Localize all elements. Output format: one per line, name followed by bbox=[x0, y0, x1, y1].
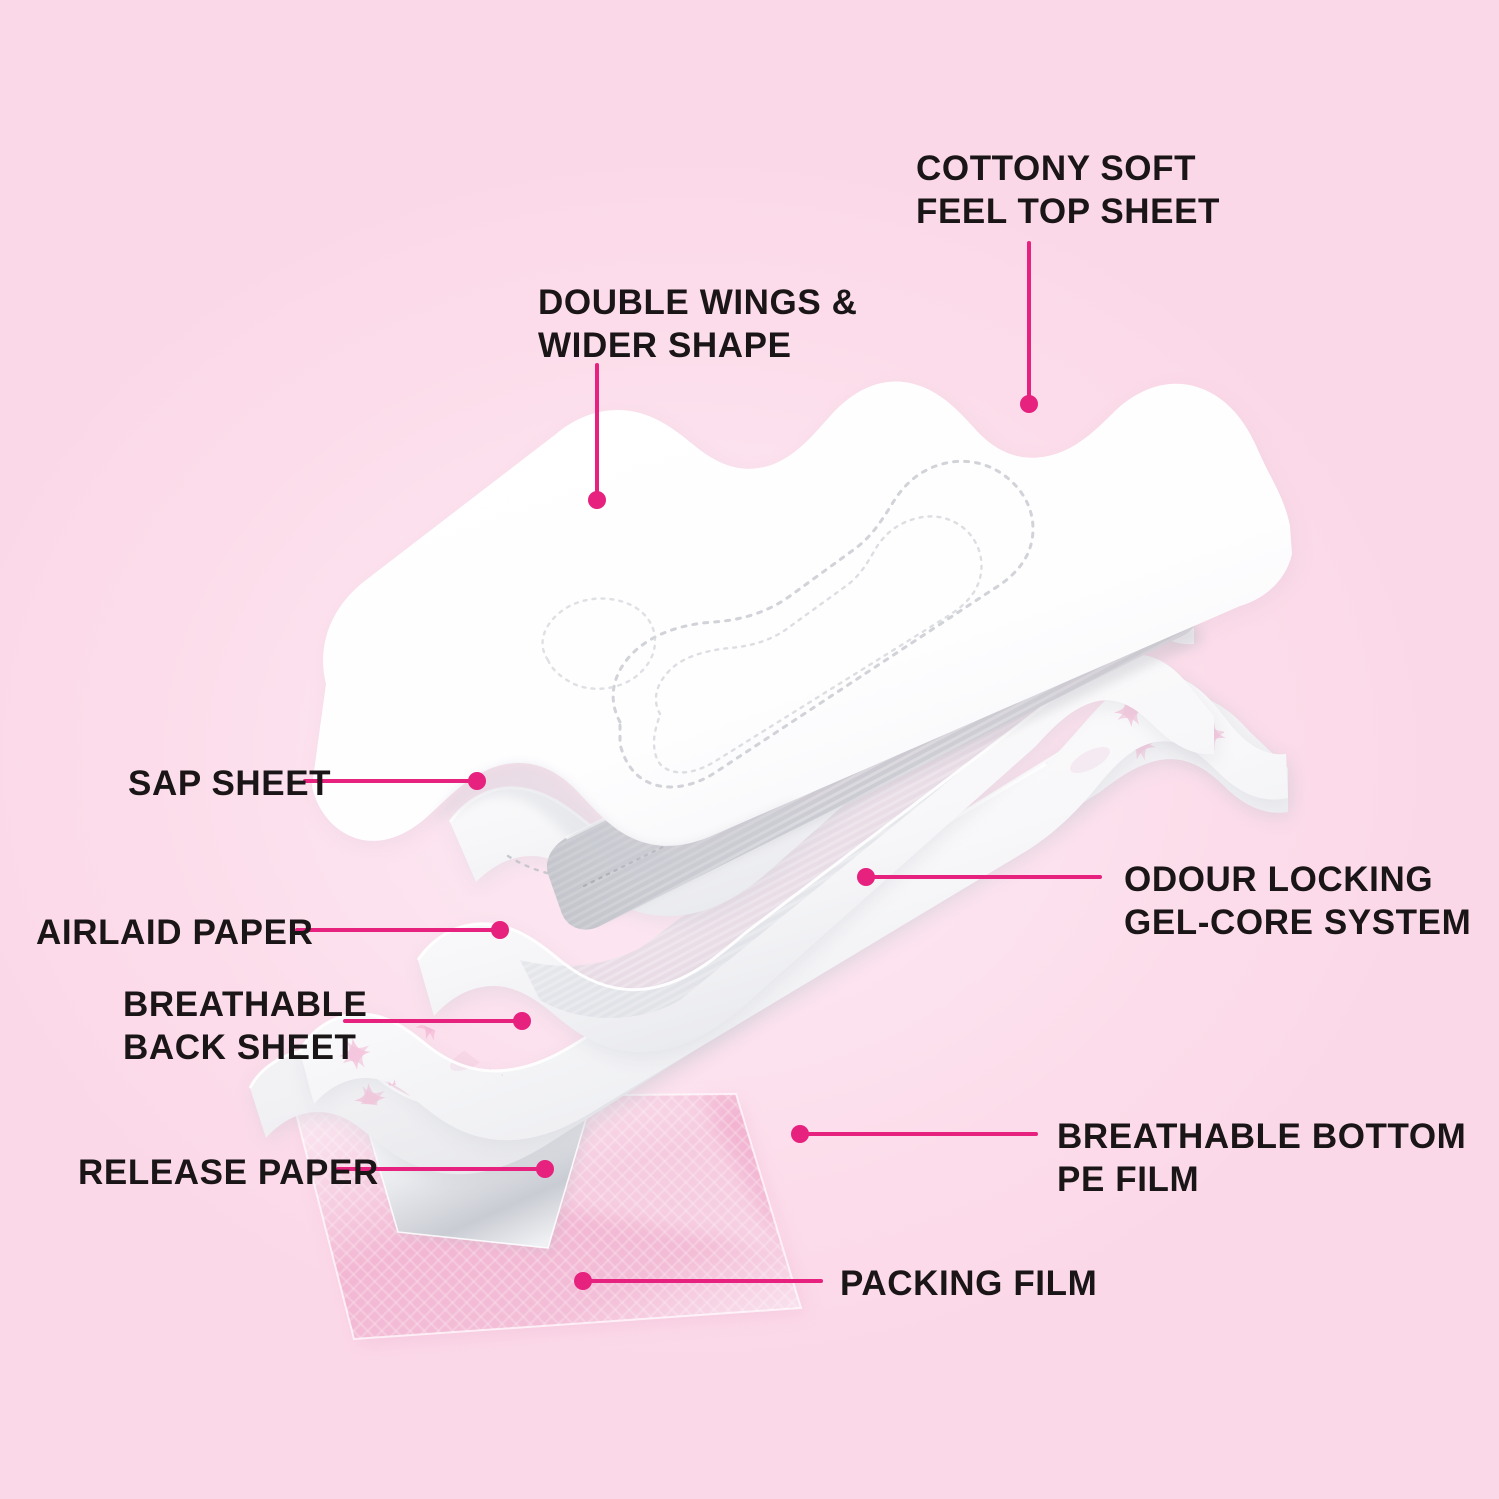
callout-label-cottony-soft-feel-top-sheet: COTTONY SOFT FEEL TOP SHEET bbox=[916, 149, 1221, 231]
leader-release-paper bbox=[336, 1160, 554, 1178]
callout-label-release-paper: RELEASE PAPER bbox=[78, 1153, 379, 1192]
leader-cottony-soft-feel-top-sheet bbox=[1020, 241, 1038, 413]
callout-label-double-wings-wider-shape: DOUBLE WINGS & WIDER SHAPE bbox=[538, 283, 858, 365]
callout-label-sap-sheet: SAP SHEET bbox=[128, 764, 332, 803]
callout-label-breathable-back-sheet: BREATHABLE BACK SHEET bbox=[123, 985, 368, 1067]
leader-sap-sheet bbox=[303, 772, 486, 790]
callout-label-breathable-bottom-pe-film: BREATHABLE BOTTOM PE FILM bbox=[1057, 1117, 1467, 1199]
callout-label-airlaid-paper: AIRLAID PAPER bbox=[36, 913, 314, 952]
callout-label-packing-film: PACKING FILM bbox=[840, 1264, 1098, 1303]
layer-top-sheet bbox=[312, 381, 1296, 878]
leader-airlaid-paper bbox=[295, 921, 509, 939]
leader-odour-locking-gel-core-system bbox=[857, 868, 1102, 886]
leader-breathable-bottom-pe-film bbox=[791, 1125, 1038, 1143]
callout-label-odour-locking-gel-core-system: ODOUR LOCKING GEL-CORE SYSTEM bbox=[1124, 860, 1472, 942]
leader-breathable-back-sheet bbox=[343, 1012, 531, 1030]
leader-packing-film bbox=[574, 1272, 823, 1290]
leader-double-wings-wider-shape bbox=[588, 363, 606, 509]
